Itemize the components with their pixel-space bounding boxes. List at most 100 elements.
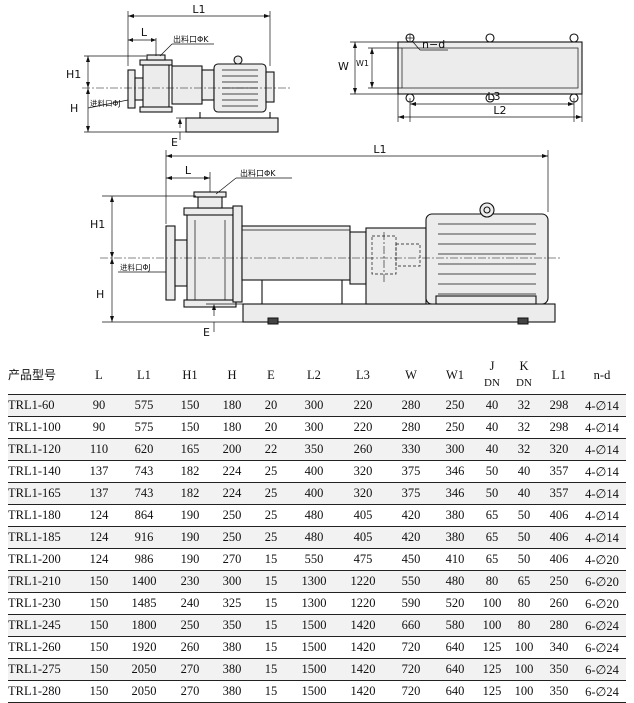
inlet-flange <box>127 69 136 109</box>
column-header: L2 <box>290 356 338 395</box>
value-cell: 124 <box>78 526 120 549</box>
value-cell: 250 <box>222 508 242 522</box>
value-cell: 300 <box>434 438 476 461</box>
value-cell: 80 <box>508 614 540 637</box>
outlet-label: 出料口ΦK <box>240 168 276 178</box>
value-cell: 346 <box>434 482 476 505</box>
value-cell: 40 <box>517 464 531 478</box>
value-cell: 280 <box>388 394 434 417</box>
value-cell: 100 <box>514 684 534 698</box>
value-cell: 240 <box>180 596 200 610</box>
column-header-sublabel: DN <box>484 377 500 389</box>
value-cell: 320 <box>353 464 373 478</box>
value-cell: 250 <box>168 614 212 637</box>
value-cell: 230 <box>168 570 212 593</box>
column-header: L3 <box>338 356 388 395</box>
value-cell: 250 <box>434 394 476 417</box>
value-cell: 864 <box>134 508 154 522</box>
value-cell: 150 <box>180 420 200 434</box>
value-cell: 1800 <box>120 614 168 637</box>
value-cell: 6-∅24 <box>585 684 619 699</box>
value-cell: 640 <box>445 640 465 654</box>
outlet-flange <box>197 195 223 209</box>
value-cell: 400 <box>304 464 324 478</box>
value-cell: 182 <box>180 464 200 478</box>
value-cell: 1420 <box>338 614 388 637</box>
value-cell: 224 <box>222 464 242 478</box>
value-cell: 80 <box>517 596 531 610</box>
value-cell: 25 <box>264 508 278 522</box>
value-cell: 6-∅24 <box>578 658 626 681</box>
value-cell: 100 <box>476 614 508 637</box>
value-cell: 1500 <box>301 684 327 698</box>
column-header: H <box>212 356 252 395</box>
value-cell: 100 <box>482 596 502 610</box>
value-cell: 220 <box>338 394 388 417</box>
value-cell: 270 <box>222 552 242 566</box>
value-cell: 150 <box>78 614 120 637</box>
value-cell: 260 <box>180 640 200 654</box>
value-cell: 200 <box>212 438 252 461</box>
value-cell: 640 <box>434 658 476 681</box>
pump-housing <box>241 225 351 281</box>
value-cell: 50 <box>508 526 540 549</box>
value-cell: 15 <box>252 614 290 637</box>
value-cell: 32 <box>508 394 540 417</box>
column-header-sublabel: DN <box>516 377 532 389</box>
value-cell: 300 <box>304 420 324 434</box>
value-cell: 720 <box>401 684 421 698</box>
value-cell: 15 <box>264 552 278 566</box>
value-cell: 720 <box>401 640 421 654</box>
pump-head <box>142 61 170 111</box>
value-cell: 124 <box>89 552 109 566</box>
value-cell: 375 <box>388 482 434 505</box>
dim-L3-label: L3 <box>487 90 500 103</box>
model-cell: TRL1-165 <box>8 482 78 505</box>
model-cell: TRL1-230 <box>8 596 61 610</box>
value-cell: 350 <box>549 684 569 698</box>
value-cell: 1400 <box>120 570 168 593</box>
model-cell: TRL1-280 <box>8 684 61 698</box>
model-cell: TRL1-100 <box>8 420 61 434</box>
value-cell: 620 <box>120 438 168 461</box>
value-cell: 298 <box>540 394 578 417</box>
column-header: J DN <box>476 356 508 395</box>
value-cell: 40 <box>508 482 540 505</box>
model-cell: TRL1-275 <box>8 658 78 681</box>
column-header: W <box>388 356 434 395</box>
value-cell: 1500 <box>301 640 327 654</box>
value-cell: 1300 <box>301 596 327 610</box>
model-cell: TRL1-245 <box>8 614 78 637</box>
dim-H1-label: H1 <box>66 68 81 81</box>
value-cell: 380 <box>434 526 476 549</box>
value-cell: 260 <box>549 596 569 610</box>
value-cell: 150 <box>89 684 109 698</box>
value-cell: 357 <box>540 482 578 505</box>
column-header-label: K <box>519 359 529 373</box>
value-cell: 15 <box>264 640 278 654</box>
value-cell: 550 <box>304 552 324 566</box>
value-cell: 137 <box>78 482 120 505</box>
column-header-label: E <box>267 367 275 382</box>
value-cell: 1420 <box>350 640 376 654</box>
value-cell: 380 <box>222 640 242 654</box>
value-cell: 575 <box>120 394 168 417</box>
value-cell: 298 <box>549 420 569 434</box>
value-cell: 380 <box>212 658 252 681</box>
column-header-label: L <box>95 367 103 382</box>
value-cell: 1420 <box>338 658 388 681</box>
value-cell: 580 <box>434 614 476 637</box>
dim-E-label: E <box>203 326 210 339</box>
value-cell: 4-∅14 <box>585 508 619 523</box>
value-cell: 590 <box>401 596 421 610</box>
lifting-eye <box>479 202 495 218</box>
model-cell: TRL1-200 <box>8 552 61 566</box>
value-cell: 250 <box>445 420 465 434</box>
column-header-label: J <box>489 359 495 373</box>
column-header-label: H1 <box>182 367 198 382</box>
